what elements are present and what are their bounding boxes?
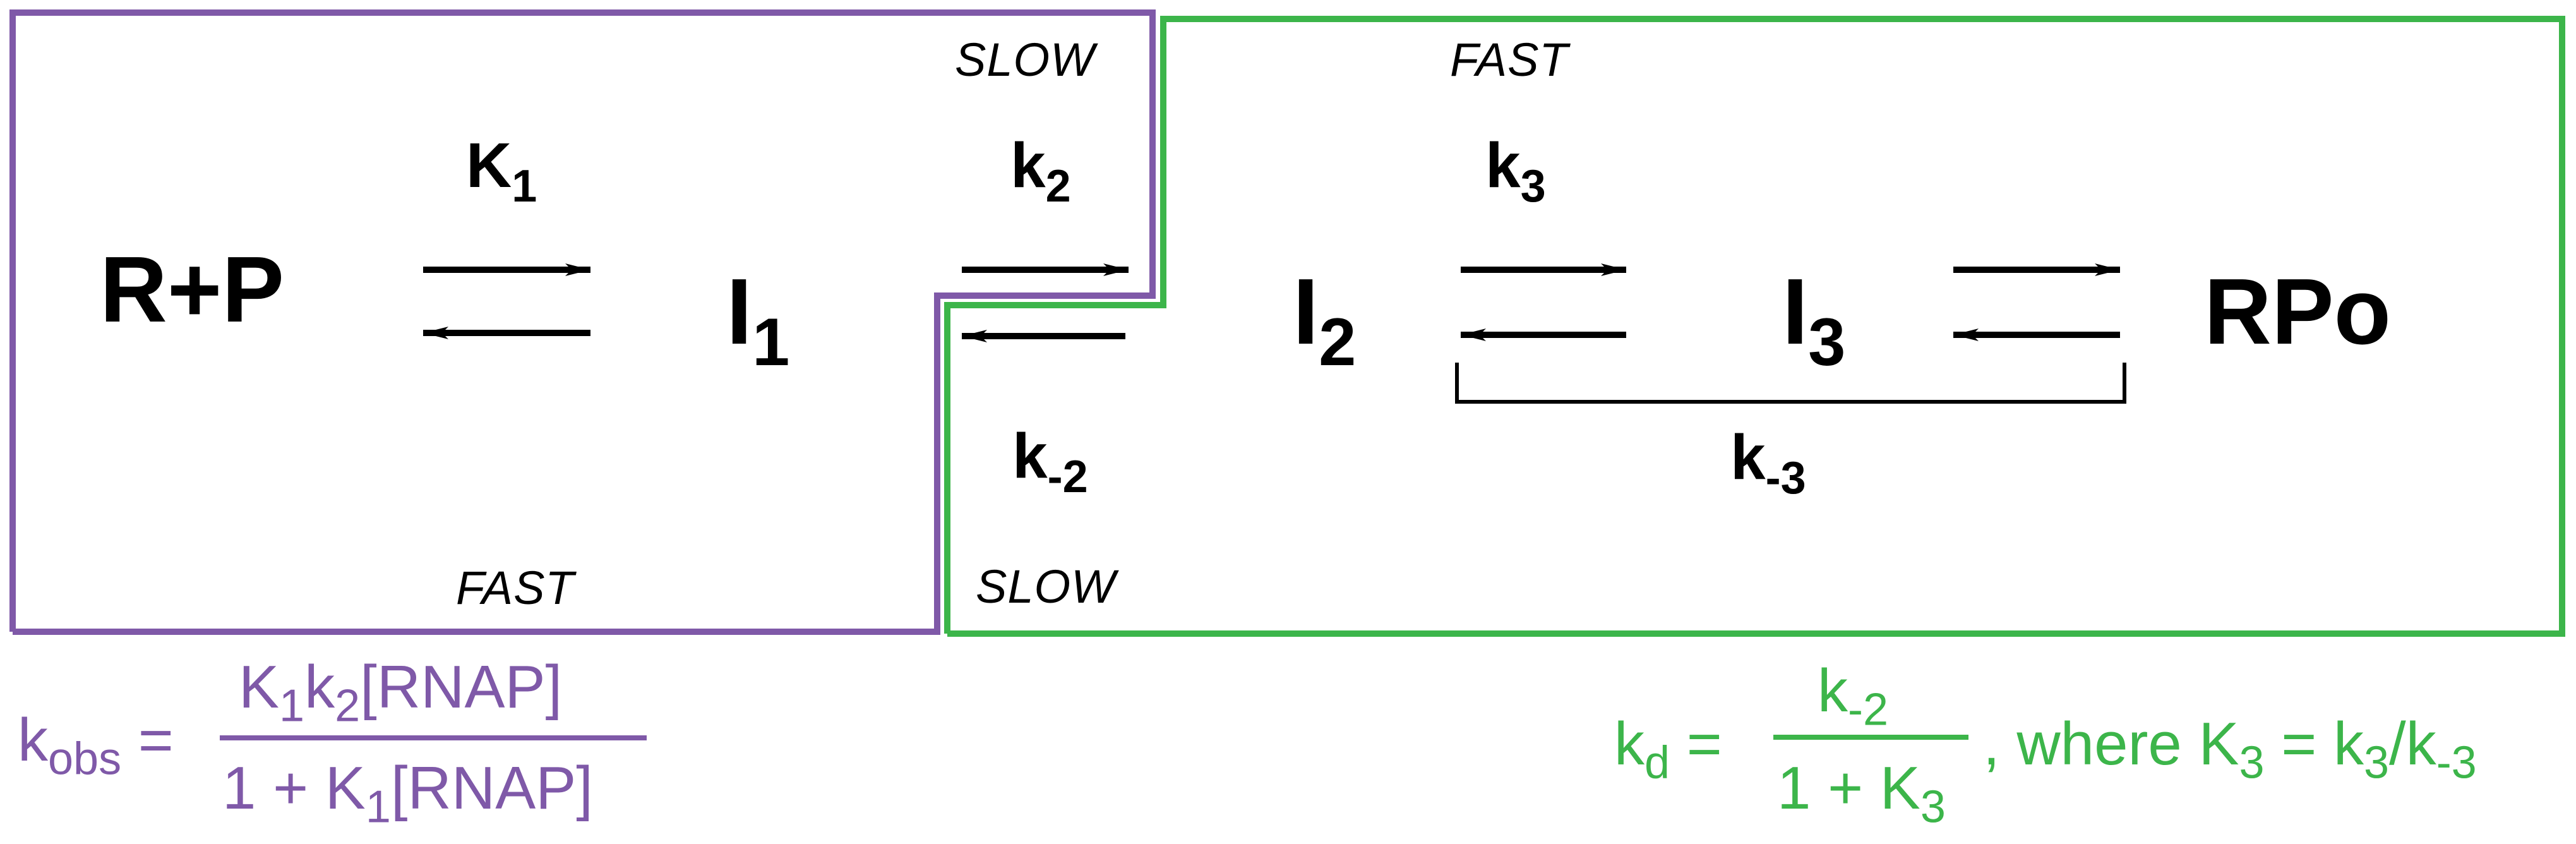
species-i1: I1: [726, 265, 789, 376]
rate-k-minus-2-base: k: [1012, 421, 1048, 491]
species-i1-base: I: [726, 260, 753, 364]
kobs-den-K-sub: 1: [365, 781, 391, 833]
kobs-lhs-base: k: [18, 706, 48, 774]
species-i3-sub: 3: [1808, 304, 1846, 380]
kobs-num-K-sub: 1: [279, 680, 305, 732]
kobs-lhs-sub: obs: [48, 733, 122, 785]
kd-num-k: k: [1818, 657, 1848, 725]
rate-k-minus-3-base: k: [1730, 422, 1766, 493]
purple-region-outline: [9, 9, 1156, 635]
speed-label-step2-forward: SLOW: [955, 33, 1095, 86]
kobs-numerator: K1k2[RNAP]: [239, 657, 562, 729]
kobs-den-head: 1 + K: [222, 754, 366, 822]
species-i3: I3: [1782, 265, 1845, 376]
rate-k-minus-3-sub: -3: [1765, 453, 1806, 504]
rate-k3-base: k: [1485, 130, 1521, 201]
kd-den-K-sub: 3: [1920, 781, 1946, 833]
rate-k2: k2: [1010, 134, 1071, 209]
species-i2-base: I: [1293, 260, 1319, 364]
kd-where-slash: /k: [2389, 710, 2436, 778]
rate-k2-base: k: [1010, 130, 1046, 201]
rate-k-minus-2: k-2: [1012, 425, 1088, 500]
kobs-num-k-sub: 2: [335, 680, 361, 732]
kd-num-k-sub: -2: [1848, 684, 1889, 735]
rate-K1: K1: [466, 134, 537, 209]
species-i1-sub: 1: [752, 304, 790, 380]
species-i3-base: I: [1782, 260, 1809, 364]
speed-label-step2-reverse: SLOW: [976, 560, 1116, 613]
kd-where-K-sub: 3: [2239, 737, 2265, 788]
kd-numerator: k-2: [1818, 661, 1888, 733]
kd-equals: =: [1686, 710, 1722, 778]
speed-label-step3: FAST: [1450, 33, 1569, 86]
kd-denominator: 1 + K3: [1777, 758, 1946, 830]
kobs-equals: =: [138, 706, 174, 774]
rate-k-minus-2-sub: -2: [1047, 452, 1088, 503]
green-region-outline: [944, 16, 2565, 637]
rate-K1-base: K: [466, 130, 512, 201]
kd-lhs-base: k: [1614, 710, 1644, 778]
rate-k3-sub: 3: [1520, 161, 1546, 212]
kd-where-eq: = k: [2264, 710, 2364, 778]
species-i2-sub: 2: [1319, 304, 1357, 380]
species-r-plus-p: R+P: [100, 238, 285, 342]
kobs-num-K: K: [239, 653, 280, 721]
kobs-denominator: 1 + K1[RNAP]: [222, 758, 593, 830]
kd-lhs: kd =: [1614, 714, 1722, 786]
kd-where-text: , where K: [1983, 710, 2239, 778]
k-3-bracket: [1455, 363, 2126, 404]
species-rpo: RPo: [2204, 260, 2391, 364]
kobs-num-tail: [RNAP]: [360, 653, 563, 721]
rate-k-minus-3: k-3: [1730, 426, 1806, 501]
rate-k3: k3: [1485, 134, 1546, 209]
kobs-den-tail: [RNAP]: [390, 754, 593, 822]
speed-label-step1: FAST: [456, 562, 575, 614]
kd-den-head: 1 + K: [1777, 754, 1920, 822]
kd-where-km3-sub: -3: [2436, 737, 2477, 788]
kd-where-clause: , where K3 = k3/k-3: [1983, 714, 2477, 786]
kd-lhs-sub: d: [1644, 737, 1670, 788]
kobs-lhs: kobs =: [18, 710, 174, 782]
species-i2: I2: [1293, 265, 1356, 376]
kd-where-k3-sub: 3: [2363, 737, 2390, 788]
kobs-num-k: k: [304, 653, 335, 721]
rate-K1-sub: 1: [512, 161, 537, 212]
rate-k2-sub: 2: [1045, 161, 1071, 212]
